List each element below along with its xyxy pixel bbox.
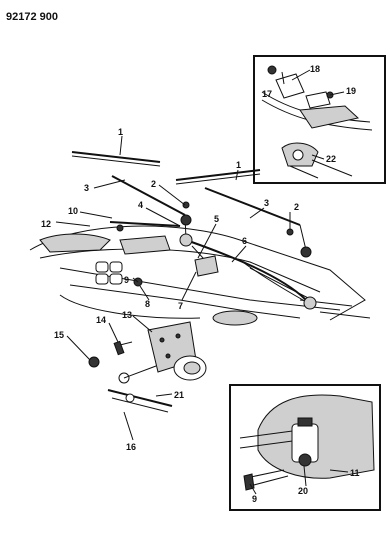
callout-5: 5 xyxy=(214,214,219,224)
callout-18: 18 xyxy=(310,64,320,74)
callout-4: 4 xyxy=(138,200,143,210)
callout-11: 11 xyxy=(350,468,360,478)
callout-8: 8 xyxy=(145,299,150,309)
callout-16: 16 xyxy=(126,442,136,452)
linkage-rods xyxy=(109,221,313,305)
wiper-motor-assembly xyxy=(88,321,207,413)
callout-12: 12 xyxy=(41,219,51,229)
leader-lines xyxy=(55,69,349,495)
callout-3-right: 3 xyxy=(264,198,269,208)
callout-19: 19 xyxy=(346,86,356,96)
callout-14: 14 xyxy=(96,315,106,325)
callout-9-main: 9 xyxy=(124,275,129,285)
callout-9-inset: 9 xyxy=(252,494,257,504)
wiper-blades xyxy=(71,151,261,185)
callout-13: 13 xyxy=(122,310,132,320)
detail-inset-pivot xyxy=(253,55,386,184)
diagram-number: 92172 900 xyxy=(6,11,58,23)
callout-20: 20 xyxy=(298,486,308,496)
callout-17: 17 xyxy=(262,89,272,99)
callout-15: 15 xyxy=(54,330,64,340)
callout-10: 10 xyxy=(68,206,78,216)
callout-21: 21 xyxy=(174,390,184,400)
callout-7: 7 xyxy=(178,301,183,311)
detail-inset-washer-pump xyxy=(229,384,381,511)
callout-labels: 1 1 2 2 3 3 4 5 6 7 8 9 9 10 11 12 13 14… xyxy=(41,64,360,504)
callout-22: 22 xyxy=(326,154,336,164)
callout-1-left: 1 xyxy=(118,127,123,137)
callout-2-right: 2 xyxy=(294,202,299,212)
callout-2-left: 2 xyxy=(151,179,156,189)
callout-3-left: 3 xyxy=(84,183,89,193)
callout-1-right: 1 xyxy=(236,160,241,170)
callout-6: 6 xyxy=(242,236,247,246)
